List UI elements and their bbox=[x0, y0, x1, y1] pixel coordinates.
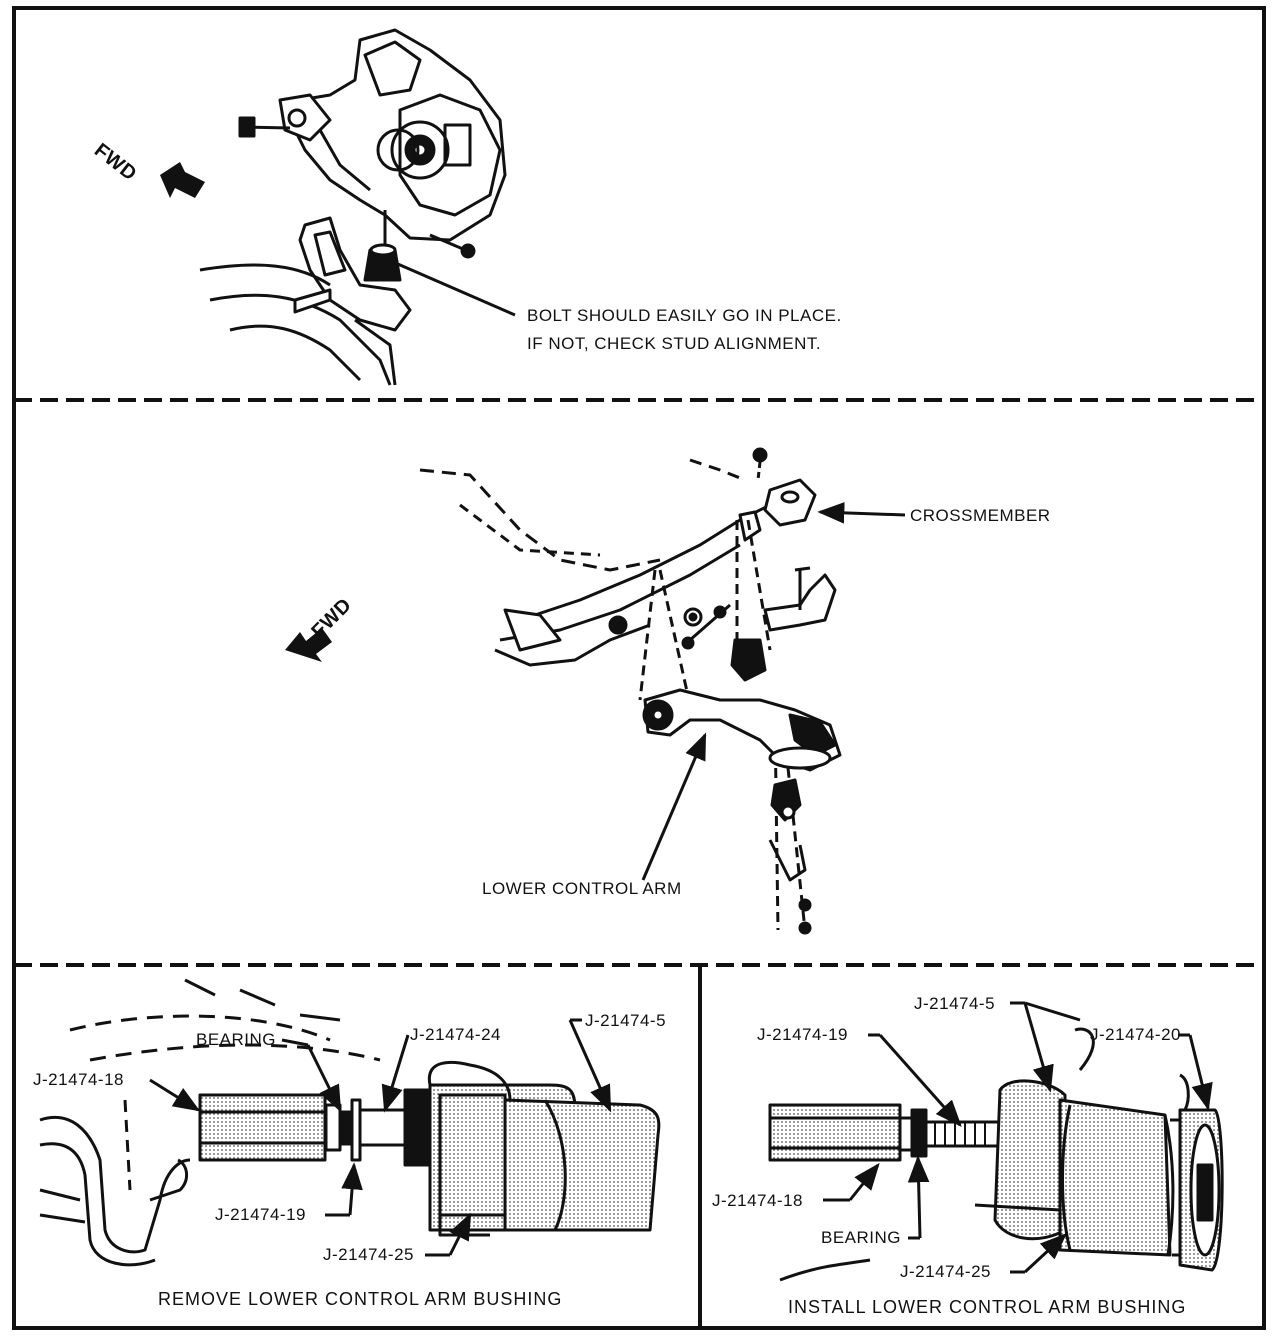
panel4-install-drawing bbox=[768, 1001, 1224, 1282]
panel3-tool-5-label: J-21474-5 bbox=[585, 1011, 667, 1030]
panel3-tool-19-label: J-21474-19 bbox=[215, 1205, 307, 1224]
panel2-lower-control-arm-label: LOWER CONTROL ARM bbox=[482, 879, 682, 898]
panel4-tool-5-label: J-21474-5 bbox=[914, 994, 996, 1013]
panel3-tool-24-label: J-21474-24 bbox=[410, 1025, 502, 1044]
panel2-fwd-arrow bbox=[285, 628, 332, 662]
panel1-note-line1: BOLT SHOULD EASILY GO IN PLACE. bbox=[527, 306, 842, 325]
panel-borders bbox=[12, 6, 1266, 1330]
panel4-tool-20-label: J-21474-20 bbox=[1090, 1025, 1182, 1044]
panel3-caption: REMOVE LOWER CONTROL ARM BUSHING bbox=[158, 1289, 563, 1309]
panel4-tool-19-label: J-21474-19 bbox=[757, 1025, 849, 1044]
panel3-tool-18-label: J-21474-18 bbox=[33, 1070, 125, 1089]
panel3-tool-25-label: J-21474-25 bbox=[323, 1245, 415, 1264]
panel4-bearing-label: BEARING bbox=[821, 1228, 902, 1247]
panel3-remove-drawing bbox=[39, 978, 661, 1267]
panel1-note-line2: IF NOT, CHECK STUD ALIGNMENT. bbox=[527, 334, 822, 353]
panel4-tool-25-label: J-21474-25 bbox=[900, 1262, 992, 1281]
panel1-knuckle-drawing bbox=[199, 28, 516, 386]
panel4-tool-18-label: J-21474-18 bbox=[712, 1191, 804, 1210]
panel1-fwd-arrow bbox=[160, 162, 205, 198]
panel2-crossmember-drawing bbox=[419, 447, 906, 935]
panel4-caption: INSTALL LOWER CONTROL ARM BUSHING bbox=[788, 1297, 1187, 1317]
panel3-bearing-label: BEARING bbox=[196, 1030, 277, 1049]
panel2-crossmember-label: CROSSMEMBER bbox=[910, 506, 1051, 525]
